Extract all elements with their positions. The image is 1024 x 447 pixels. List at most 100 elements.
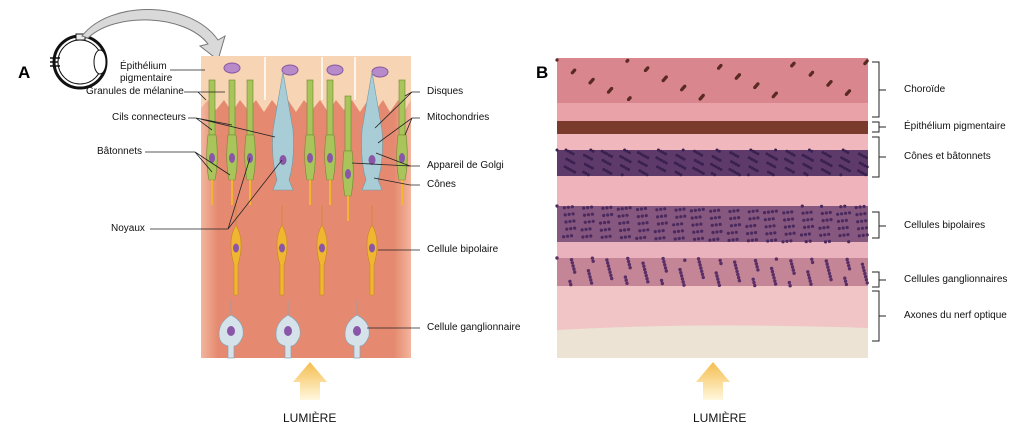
histology-nucleus (825, 262, 829, 266)
histology-nucleus (606, 261, 610, 265)
histology-nucleus (569, 258, 574, 262)
histology-nucleus (664, 152, 668, 156)
histology-nucleus (679, 271, 683, 275)
histology-nucleus (563, 165, 567, 169)
histology-nucleus (845, 257, 849, 262)
histology-nucleus (818, 226, 822, 230)
histology-nucleus (555, 148, 559, 152)
histology-nucleus (643, 235, 647, 239)
histology-nucleus (580, 228, 584, 232)
histology-nucleus (690, 216, 694, 220)
histology-nucleus (734, 76, 738, 80)
histology-nucleus (624, 166, 628, 170)
histology-nucleus (747, 210, 751, 214)
histology-nucleus (673, 237, 677, 241)
histology-nucleus (790, 217, 795, 221)
histology-nucleus (572, 267, 576, 271)
histology-nucleus (678, 267, 682, 272)
histology-nucleus (755, 169, 759, 173)
histology-nucleus (700, 229, 704, 233)
histology-nucleus (569, 282, 573, 287)
histology-nucleus (699, 222, 703, 226)
histology-nucleus (843, 279, 848, 283)
histology-nucleus (746, 239, 751, 243)
histology-nucleus (771, 217, 775, 221)
histology-nucleus (843, 276, 847, 280)
histology-nucleus (695, 151, 699, 155)
histology-nucleus (787, 151, 791, 155)
histology-nucleus (664, 221, 668, 225)
panel-a-letter: A (18, 63, 31, 82)
histology-nucleus (770, 155, 774, 158)
histology-nucleus (842, 157, 846, 161)
label-golgi: Appareil de Golgi (427, 160, 504, 171)
histology-nucleus (589, 278, 593, 282)
histology-nucleus (864, 219, 868, 223)
histology-nucleus (863, 62, 867, 66)
histology-nucleus (694, 215, 698, 220)
histology-nucleus (570, 205, 574, 209)
rod-outer-segment (208, 79, 216, 136)
ganglion-nucleus (227, 326, 235, 336)
histology-nucleus (570, 169, 574, 173)
histology-nucleus (809, 166, 813, 170)
histology-nucleus (826, 268, 831, 272)
histology-nucleus (804, 164, 808, 168)
epithelial-nucleus (223, 62, 241, 74)
histology-nucleus (605, 206, 609, 210)
histology-nucleus (646, 156, 650, 160)
histology-nucleus (680, 229, 685, 233)
cone-cell (361, 71, 383, 191)
histology-nucleus (609, 273, 613, 278)
histology-nucleus (639, 207, 644, 211)
histology-nucleus (827, 162, 831, 166)
histology-nucleus (847, 267, 852, 271)
label-bipolar: Cellule bipolaire (427, 244, 499, 255)
histology-nucleus (727, 238, 731, 242)
histology-nucleus (618, 221, 622, 225)
rod-nucleus (307, 153, 313, 163)
rod-nucleus (345, 169, 351, 179)
histology-nucleus (570, 160, 574, 164)
bipolar-nucleus (369, 243, 375, 253)
histology-nucleus (606, 161, 610, 165)
histology-nucleus (569, 234, 574, 238)
histology-nucleus (746, 232, 750, 236)
histology-nucleus (624, 278, 628, 282)
histology-nucleus (748, 165, 752, 169)
histology-nucleus (678, 208, 682, 212)
histology-nucleus (861, 171, 865, 175)
histology-nucleus (773, 282, 778, 286)
histology-nucleus (584, 171, 588, 175)
histology-nucleus (715, 230, 719, 234)
histology-nucleus (658, 236, 662, 240)
histology-nucleus (644, 214, 648, 218)
histology-nucleus (583, 220, 587, 224)
histology-nucleus (698, 97, 702, 101)
histology-nucleus (803, 232, 808, 237)
histology-nucleus (802, 218, 806, 222)
histology-nucleus (736, 208, 740, 213)
histology-nucleus (756, 152, 760, 156)
histology-nucleus (717, 215, 721, 219)
histology-nucleus (842, 233, 846, 237)
histology-nucleus (840, 212, 844, 216)
histology-nucleus (710, 171, 714, 175)
rod-outer-segment (326, 79, 334, 136)
histology-nucleus (786, 210, 790, 214)
bipolar-nucleus (279, 243, 285, 253)
histology-nucleus (623, 228, 627, 232)
histology-nucleus (789, 169, 793, 173)
histology-nucleus (565, 157, 569, 161)
histology-nucleus (810, 149, 814, 153)
histology-nucleus (664, 269, 668, 273)
histology-nucleus (642, 267, 647, 272)
epithelial-nucleus (371, 66, 389, 78)
histology-nucleus (563, 213, 567, 217)
histology-nucleus (715, 148, 719, 152)
histology-nucleus (626, 227, 631, 232)
histology-nucleus (774, 157, 778, 161)
histology-nucleus (672, 223, 676, 227)
label-melanin: Granules de mélanine (86, 86, 184, 97)
histology-nucleus (718, 158, 722, 162)
